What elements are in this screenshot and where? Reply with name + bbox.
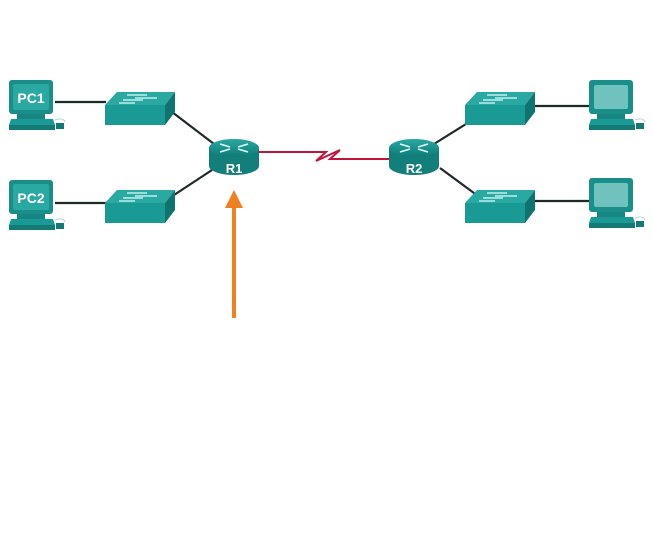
pc2-label: PC2 bbox=[17, 190, 44, 206]
link-r2-switch4 bbox=[439, 167, 479, 197]
r1-label: R1 bbox=[226, 161, 243, 176]
link-switch1-r1 bbox=[171, 111, 215, 145]
pc2[interactable]: PC2 bbox=[8, 179, 66, 231]
router-r2[interactable]: R2 bbox=[388, 138, 440, 176]
r2-label: R2 bbox=[406, 161, 423, 176]
link-r2-switch3 bbox=[433, 123, 467, 145]
pc1-label: PC1 bbox=[17, 90, 44, 106]
switch1[interactable] bbox=[104, 91, 176, 126]
pointer-arrow bbox=[225, 190, 243, 318]
pc3[interactable] bbox=[588, 79, 646, 131]
switch4[interactable] bbox=[464, 189, 536, 224]
router-r1[interactable]: R1 bbox=[208, 138, 260, 176]
pc1[interactable]: PC1 bbox=[8, 79, 66, 131]
switch2[interactable] bbox=[104, 189, 176, 224]
switch3[interactable] bbox=[464, 91, 536, 126]
serial-link-r1-r2 bbox=[258, 149, 390, 162]
link-switch2-r1 bbox=[173, 169, 213, 196]
pc4[interactable] bbox=[588, 177, 646, 229]
ethernet-links bbox=[55, 100, 592, 205]
